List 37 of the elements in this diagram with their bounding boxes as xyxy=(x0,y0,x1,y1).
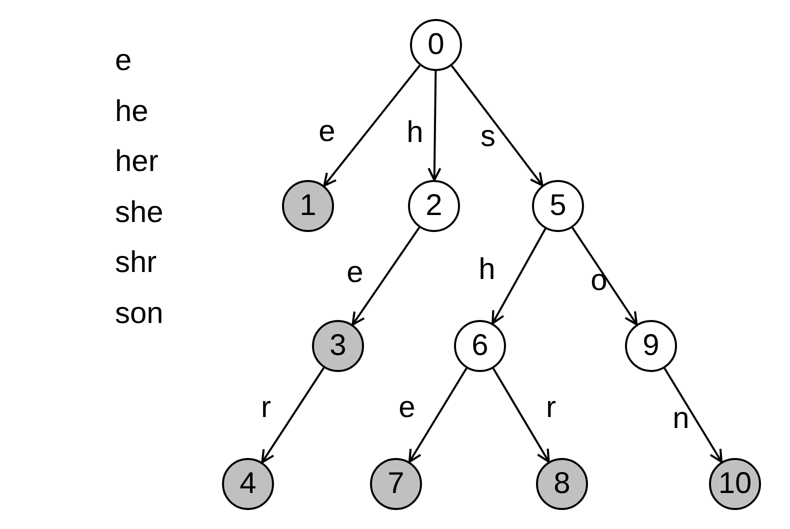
trie-node: 8 xyxy=(536,458,588,510)
word-label: her xyxy=(115,144,158,180)
edge-label: o xyxy=(590,266,608,296)
arrow xyxy=(408,368,468,463)
trie-node: 9 xyxy=(625,320,677,372)
arrow xyxy=(450,65,544,186)
word-label: son xyxy=(115,296,164,332)
trie-node: 1 xyxy=(282,180,334,232)
edge-label: n xyxy=(672,404,690,434)
word-label: she xyxy=(115,194,164,230)
trie-node: 2 xyxy=(408,180,460,232)
trie-node: 3 xyxy=(312,320,364,372)
edge-label: h xyxy=(406,118,424,148)
edge-label: e xyxy=(346,258,364,288)
edge-label: r xyxy=(546,393,556,423)
arrow xyxy=(664,368,723,463)
trie-node: 4 xyxy=(222,458,274,510)
word-label: shr xyxy=(115,245,157,281)
arrow xyxy=(323,64,421,187)
edge-label: e xyxy=(318,117,336,147)
trie-node: 7 xyxy=(370,458,422,510)
arrow xyxy=(492,368,550,463)
arrow xyxy=(572,227,638,326)
arrow xyxy=(261,367,325,464)
trie-node: 10 xyxy=(709,458,761,510)
edge-label: r xyxy=(261,393,271,423)
edge-label: e xyxy=(398,393,416,423)
word-label: he xyxy=(115,94,148,130)
arrow xyxy=(492,228,546,324)
word-label: e xyxy=(115,43,132,79)
arrow xyxy=(428,70,442,182)
trie-node: 6 xyxy=(454,320,506,372)
arrow xyxy=(352,226,420,326)
edge-label: s xyxy=(480,122,496,152)
trie-node: 0 xyxy=(410,19,462,71)
edge-label: h xyxy=(478,255,496,285)
trie-node: 5 xyxy=(532,180,584,232)
